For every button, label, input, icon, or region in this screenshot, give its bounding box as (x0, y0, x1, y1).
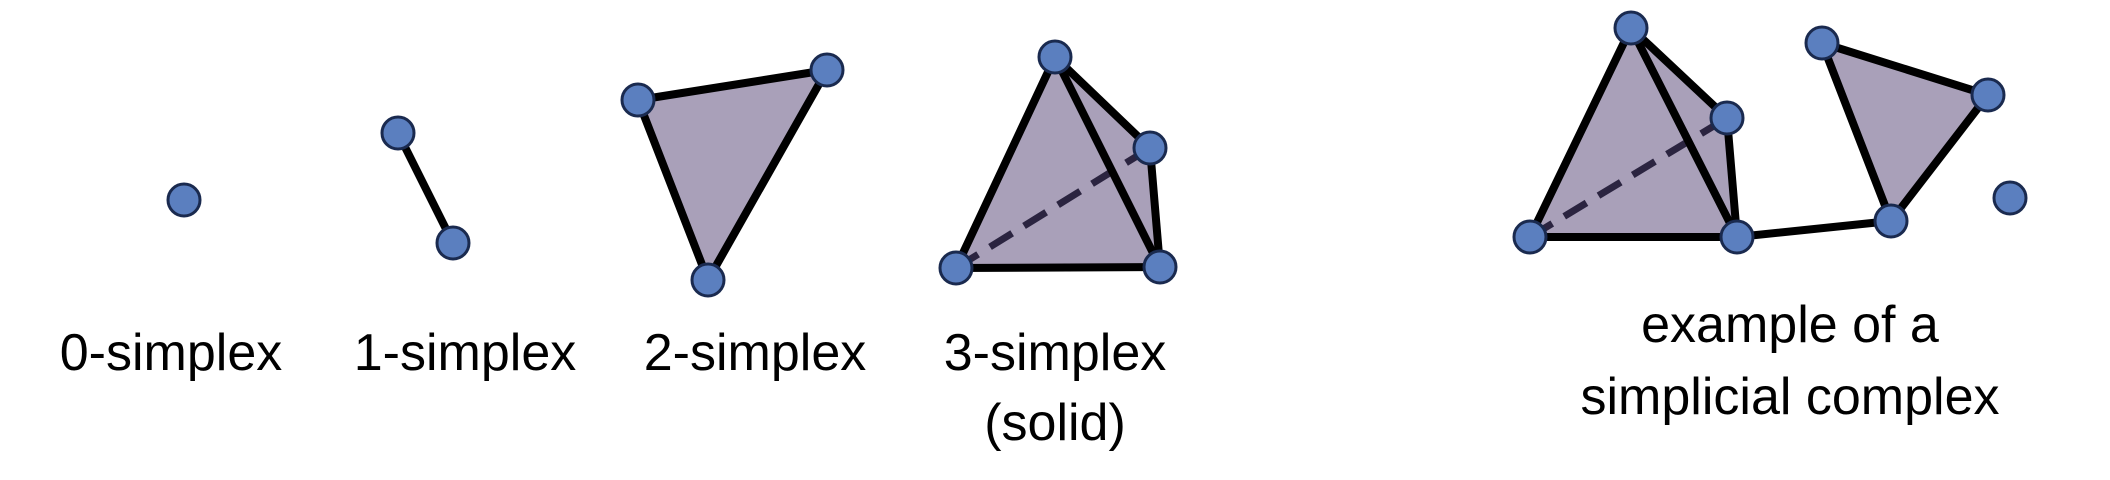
caption-complex-line1: example of a (1641, 296, 1939, 354)
vertex (1709, 100, 1745, 136)
vertex (809, 52, 845, 88)
triangle-face (638, 70, 827, 280)
front-edge (1051, 53, 1164, 271)
vertex (435, 225, 471, 261)
caption-3-simplex: 3-simplex (943, 324, 1167, 382)
caption-1-simplex: 1-simplex (353, 324, 577, 382)
vertex (1132, 130, 1168, 166)
edge (394, 129, 457, 247)
vertex (938, 250, 974, 286)
triangle-face (1822, 43, 1988, 221)
zero-simplex (166, 182, 202, 218)
caption-complex-line2: simplicial complex (1580, 368, 2000, 426)
vertex (1873, 203, 1909, 239)
vertex (620, 82, 656, 118)
caption-2-simplex: 2-simplex (643, 324, 867, 382)
caption-0-simplex: 0-simplex (59, 324, 283, 382)
vertex (1037, 39, 1073, 75)
two-simplex (620, 52, 845, 298)
connecting-edge (1733, 217, 1895, 241)
vertex (1512, 219, 1548, 255)
vertex (690, 262, 726, 298)
front-edge (1627, 24, 1741, 241)
one-simplex (380, 115, 471, 261)
vertex (1142, 249, 1178, 285)
triangle-edges (1818, 39, 1992, 225)
vertex (1970, 77, 2006, 113)
three-simplex (938, 39, 1178, 286)
vertex (380, 115, 416, 151)
vertex (166, 182, 202, 218)
triangle-edges (634, 66, 831, 284)
caption-3-simplex-solid: (solid) (984, 394, 1126, 452)
vertex (1804, 25, 1840, 61)
vertex (1613, 10, 1649, 46)
simplicial-complex (1512, 10, 2028, 255)
isolated-vertex (1992, 180, 2028, 216)
vertex (1719, 219, 1755, 255)
